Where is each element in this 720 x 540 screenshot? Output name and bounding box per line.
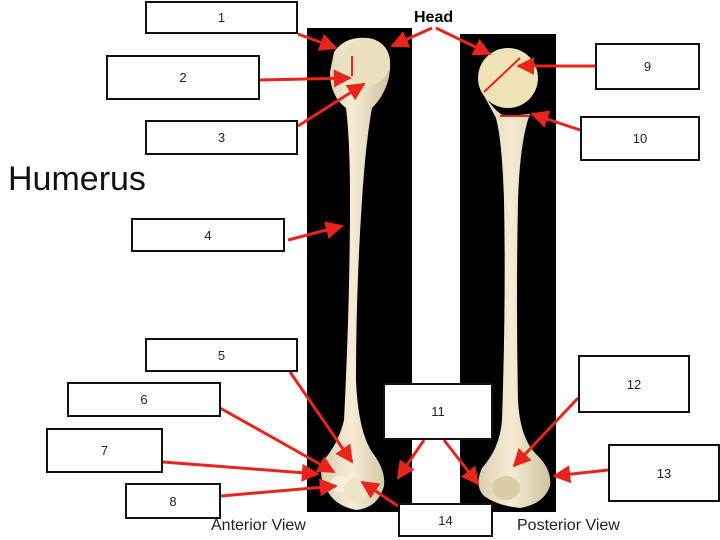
- posterior-view-caption: Posterior View: [517, 517, 620, 534]
- arrow-12: [512, 396, 580, 468]
- label-box-9[interactable]: 9: [595, 43, 700, 90]
- arrow-head-right: [435, 26, 492, 56]
- arrow-3: [297, 82, 366, 128]
- anterior-humerus-bone: [320, 37, 391, 511]
- arrow-7: [162, 460, 320, 482]
- label-box-6[interactable]: 6: [67, 382, 221, 417]
- arrow-8: [220, 478, 338, 498]
- label-box-14[interactable]: 14: [398, 503, 493, 537]
- arrow-11-right: [442, 439, 480, 486]
- label-box-5[interactable]: 5: [145, 338, 298, 372]
- label-box-7[interactable]: 7: [46, 428, 163, 473]
- label-box-3[interactable]: 3: [145, 120, 298, 155]
- label-box-2[interactable]: 2: [106, 55, 260, 100]
- arrow-4: [287, 221, 344, 242]
- arrow-2: [259, 69, 352, 88]
- arrow-10: [530, 110, 581, 132]
- diagram-title: Humerus: [8, 160, 146, 198]
- label-box-10[interactable]: 10: [580, 116, 700, 161]
- label-box-4[interactable]: 4: [131, 218, 285, 252]
- arrow-11-left: [396, 439, 426, 480]
- label-box-1[interactable]: 1: [145, 1, 298, 34]
- label-arrows: [162, 26, 609, 508]
- arrow-6: [219, 406, 336, 474]
- label-box-12[interactable]: 12: [578, 355, 690, 413]
- label-box-13[interactable]: 13: [608, 444, 720, 502]
- anterior-view-caption: Anterior View: [211, 517, 306, 534]
- arrow-head-left: [390, 26, 433, 48]
- head-label: Head: [414, 9, 454, 26]
- arrow-5: [288, 371, 354, 464]
- line-anatomical-neck: [483, 57, 521, 93]
- arrow-1: [297, 32, 338, 51]
- label-box-8[interactable]: 8: [125, 483, 221, 519]
- arrow-14: [360, 480, 399, 508]
- arrow-13: [552, 465, 609, 484]
- label-box-11[interactable]: 11: [383, 383, 493, 440]
